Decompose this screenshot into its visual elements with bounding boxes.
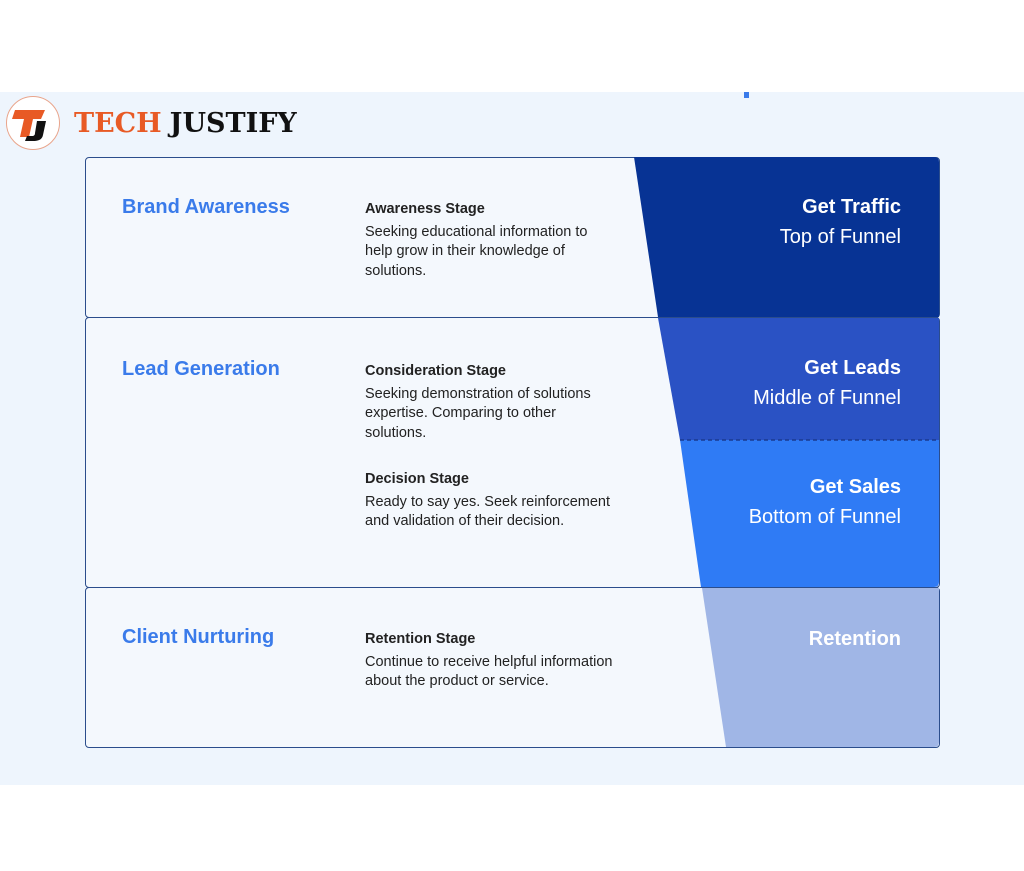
stage-desc: Seeking demonstration of solutions exper… (365, 385, 591, 441)
stage-name: Decision Stage (365, 471, 469, 487)
funnel-label-retention: Retention (809, 624, 901, 654)
funnel-goal: Get Traffic (802, 196, 901, 218)
funnel-bottom (680, 440, 939, 587)
stage-name: Awareness Stage (365, 201, 485, 217)
funnel-goal: Get Leads (804, 357, 901, 379)
stage-desc: Ready to say yes. Seek reinforcement and… (365, 493, 611, 530)
funnel-top (634, 157, 939, 317)
row-title: Client Nurturing (122, 626, 275, 648)
stage-desc: Seeking educational information to help … (365, 223, 588, 279)
funnel-goal: Retention (808, 628, 901, 650)
logo-text-tech: TECH (74, 107, 162, 139)
logo-monogram-icon (6, 96, 60, 150)
funnel-goal: Get Sales (809, 476, 901, 498)
stage-name: Consideration Stage (365, 363, 506, 379)
funnel-retention (702, 588, 939, 747)
funnel-level: Top of Funnel (779, 226, 901, 248)
logo-text-justify: JUSTIFY (169, 107, 297, 139)
row-title: Brand Awareness (122, 196, 290, 218)
funnel-level: Middle of Funnel (753, 387, 901, 409)
marker (744, 92, 749, 98)
stage-desc: Continue to receive helpful information … (365, 653, 613, 690)
funnel-level: Bottom of Funnel (748, 506, 901, 528)
row-title: Lead Generation (122, 358, 280, 380)
stage-name: Retention Stage (365, 631, 476, 647)
funnel-middle (658, 318, 939, 440)
